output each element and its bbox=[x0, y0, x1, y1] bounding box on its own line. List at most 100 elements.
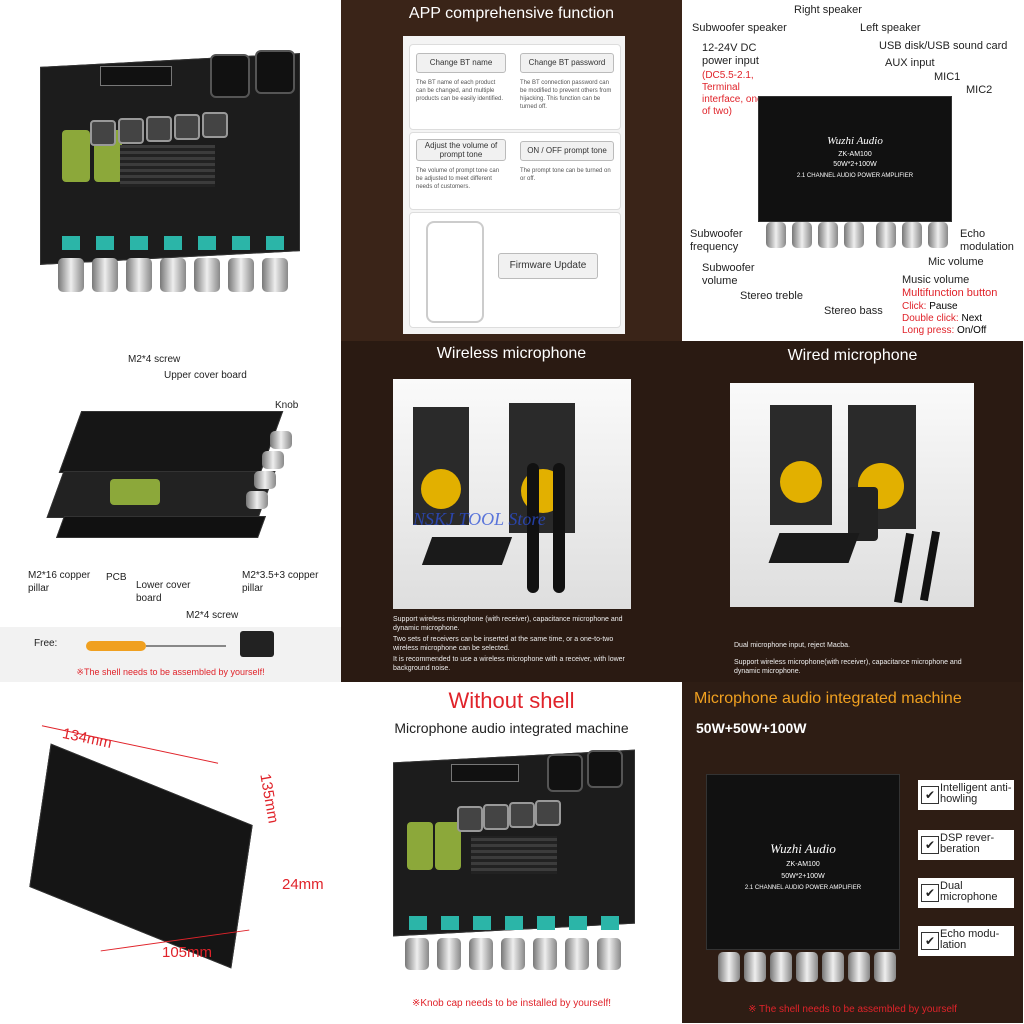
panel-wired-mic: Wired microphone Dual microphone input, … bbox=[682, 341, 1023, 682]
board-brand: Wuzhi Audio bbox=[827, 135, 883, 147]
knob bbox=[874, 952, 896, 982]
speaker-woofer bbox=[421, 469, 461, 509]
feature-card: Change BT name The BT name of each produ… bbox=[409, 44, 621, 130]
pot-base bbox=[409, 916, 427, 930]
feature-badge: ✔ Echo modu-lation bbox=[918, 926, 1014, 956]
feature-card: Adjust the volume of prompt tone The vol… bbox=[409, 132, 621, 210]
knob bbox=[270, 431, 292, 449]
phone-image bbox=[426, 221, 484, 323]
jack-1 bbox=[547, 754, 583, 792]
inductor bbox=[174, 114, 200, 140]
panel-subtitle: Microphone audio integrated machine bbox=[394, 720, 629, 736]
knob bbox=[262, 258, 288, 292]
board-power: 50W*2+100W bbox=[781, 873, 825, 880]
panel-title: Without shell bbox=[448, 688, 575, 713]
action-row: Double click: Next bbox=[902, 313, 986, 325]
board-model: ZK-AM100 bbox=[838, 151, 872, 158]
knob bbox=[533, 938, 557, 970]
label-m2x4-top: M2*4 screw bbox=[128, 354, 181, 365]
label-mic1: MIC1 bbox=[934, 71, 961, 83]
inductor bbox=[202, 112, 228, 138]
pot-base bbox=[62, 236, 80, 250]
feature-desc: The prompt tone can be turned on or off. bbox=[520, 168, 611, 182]
label-mic2: MIC2 bbox=[966, 84, 993, 96]
heatsink bbox=[471, 836, 557, 874]
microphone bbox=[893, 532, 915, 604]
label-aux: AUX input bbox=[885, 57, 935, 69]
board-power: 50W*2+100W bbox=[833, 161, 877, 168]
capacitor bbox=[435, 822, 461, 870]
pot-base bbox=[232, 236, 250, 250]
pot-base bbox=[441, 916, 459, 930]
shell-note: ※ The shell needs to be assembled by you… bbox=[748, 1004, 957, 1015]
feature-desc: The volume of prompt tone can be adjuste… bbox=[416, 168, 500, 190]
jack-2 bbox=[255, 50, 295, 94]
amp-unit bbox=[421, 537, 513, 565]
knob bbox=[718, 952, 740, 982]
knob bbox=[469, 938, 493, 970]
feature-label: Intelligent anti-howling bbox=[940, 782, 1012, 805]
panel-title: Wired microphone bbox=[787, 347, 918, 364]
assembly-note: ※The shell needs to be assembled by your… bbox=[76, 667, 265, 677]
board-name: 2.1 CHANNEL AUDIO POWER AMPLIFIER bbox=[796, 173, 914, 179]
bullet-item: Support wireless microphone (with receiv… bbox=[393, 616, 623, 632]
panel-pcb-photo bbox=[0, 0, 341, 341]
knob bbox=[405, 938, 429, 970]
knob bbox=[501, 938, 525, 970]
knob bbox=[194, 258, 220, 292]
knob bbox=[744, 952, 766, 982]
label-dc-note: (DC5.5-2.1, Terminal interface, one of t… bbox=[702, 70, 763, 117]
change-bt-password-button[interactable]: Change BT password bbox=[520, 53, 614, 73]
inductor bbox=[146, 116, 172, 142]
microphone bbox=[919, 530, 941, 602]
action-row: Click: Pause bbox=[902, 301, 986, 313]
pot-base bbox=[164, 236, 182, 250]
firmware-update-button[interactable]: Firmware Update bbox=[498, 253, 598, 279]
prompt-toggle-button[interactable]: ON / OFF prompt tone bbox=[520, 141, 614, 161]
panel-integrated-machine: Microphone audio integrated machine 50W+… bbox=[682, 682, 1023, 1023]
label-mic-vol: Mic volume bbox=[928, 256, 984, 268]
knob bbox=[262, 451, 284, 469]
action-value: Next bbox=[961, 313, 983, 324]
knob bbox=[844, 222, 864, 248]
heatsink bbox=[120, 145, 215, 187]
pot-base bbox=[130, 236, 148, 250]
knob bbox=[766, 222, 786, 248]
action-value: Pause bbox=[929, 301, 958, 312]
knob bbox=[160, 258, 186, 292]
check-icon: ✔ bbox=[921, 932, 939, 950]
inductor bbox=[457, 806, 483, 832]
free-area: Free: ※The shell needs to be assembled b… bbox=[0, 627, 341, 682]
watermark: NSKJ TOOL Store bbox=[413, 509, 546, 529]
action-value: On/Off bbox=[957, 325, 987, 336]
bullet-item: Support wireless microphone(with receive… bbox=[734, 659, 962, 675]
microphone bbox=[553, 463, 565, 593]
feature-desc: The BT connection password can be modifi… bbox=[520, 80, 612, 110]
label-pcb: PCB bbox=[106, 572, 127, 583]
label-m235: M2*3.5+3 copper pillar bbox=[242, 570, 319, 594]
firmware-card: Firmware Update bbox=[409, 212, 621, 328]
amp-box: Wuzhi Audio ZK-AM100 50W*2+100W 2.1 CHAN… bbox=[706, 774, 900, 950]
capacitor bbox=[407, 822, 433, 870]
knob bbox=[796, 952, 818, 982]
pot-base bbox=[473, 916, 491, 930]
feature-badge: ✔ Intelligent anti-howling bbox=[918, 780, 1014, 810]
bullet-item: Two sets of receivers can be inserted at… bbox=[393, 636, 614, 652]
prompt-volume-button[interactable]: Adjust the volume of prompt tone bbox=[416, 139, 506, 161]
bullet-item: Dual microphone input, reject Macba. bbox=[734, 642, 850, 649]
label-treble: Stereo treble bbox=[740, 290, 803, 302]
knob bbox=[246, 491, 268, 509]
change-bt-name-button[interactable]: Change BT name bbox=[416, 53, 506, 73]
screwdriver-shaft bbox=[146, 645, 226, 647]
label-right-speaker: Right speaker bbox=[794, 4, 862, 16]
knob bbox=[565, 938, 589, 970]
action-row: Long press: On/Off bbox=[902, 325, 986, 337]
pot-base bbox=[537, 916, 555, 930]
dim-height: 135mm bbox=[256, 772, 282, 825]
panel-wireless-mic: Wireless microphone NSKJ TOOL Store Supp… bbox=[341, 341, 682, 682]
jack-2 bbox=[587, 750, 623, 788]
knob bbox=[928, 222, 948, 248]
capacitor bbox=[62, 130, 90, 182]
action-key: Double click: bbox=[902, 313, 959, 324]
knob bbox=[770, 952, 792, 982]
